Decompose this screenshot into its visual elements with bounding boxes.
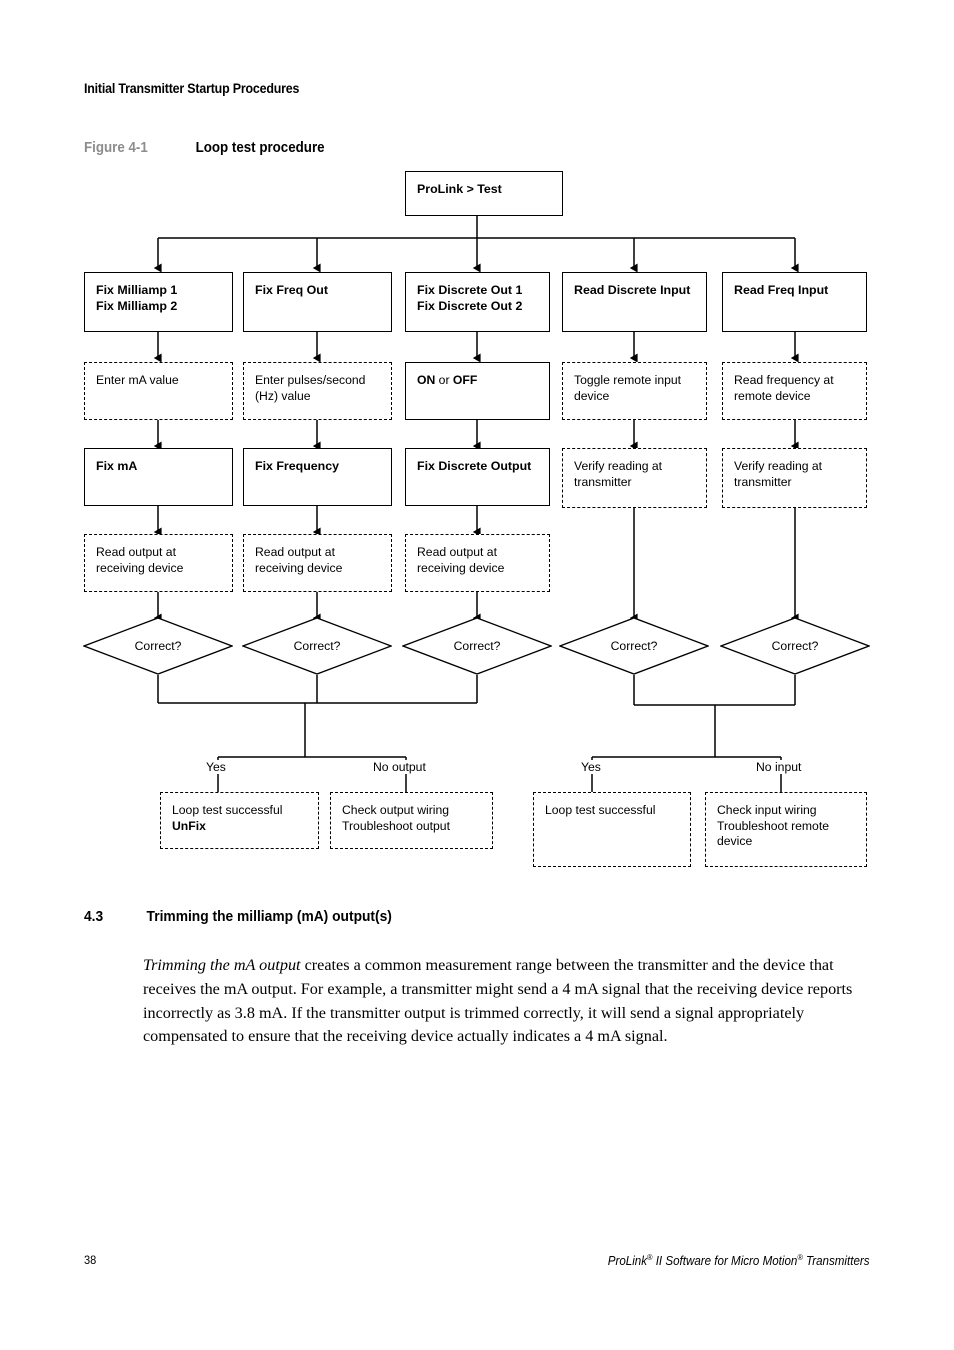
flow-node-fix-milliamp-label: Fix Milliamp 1 Fix Milliamp 2 <box>96 283 178 313</box>
flow-decision-discrete-out-label: Correct? <box>453 639 501 653</box>
flow-node-verify-reading-transmitter-discrete-label: Verify reading at transmitter <box>574 459 663 489</box>
flow-node-enter-ma-value[interactable]: Enter mA value <box>84 362 233 420</box>
flow-node-enter-ma-value-label: Enter mA value <box>96 373 179 387</box>
flow-node-fix-frequency[interactable]: Fix Frequency <box>243 448 392 506</box>
figure-number: Figure 4-1 <box>84 140 148 156</box>
diamond-shape-icon <box>720 617 870 675</box>
flow-node-read-output-ma[interactable]: Read output at receiving device <box>84 534 233 592</box>
paragraph-italic-lead: Trimming the mA output <box>143 956 301 975</box>
edge-label-right-no-input: No input <box>752 760 806 774</box>
footer-document-title: ProLink® II Software for Micro Motion® T… <box>608 1253 870 1268</box>
flow-node-right-success-label: Loop test successful <box>545 803 656 817</box>
loop-test-flowchart: ProLink > Test Fix Milliamp 1 Fix Millia… <box>83 171 870 867</box>
flowchart-connectors <box>153 216 799 794</box>
flow-node-fix-discrete-output[interactable]: Fix Discrete Output <box>405 448 550 506</box>
footer-page-number: 38 <box>84 1253 97 1267</box>
flow-decision-freq-label: Correct? <box>293 639 341 653</box>
flow-decision-freq-input[interactable]: Correct? <box>720 617 870 675</box>
flow-node-root[interactable]: ProLink > Test <box>405 171 563 216</box>
off-state-text: OFF <box>452 373 478 387</box>
flow-node-right-success[interactable]: Loop test successful <box>533 792 691 867</box>
registered-mark-icon: ® <box>647 1253 653 1262</box>
diamond-shape-icon <box>242 617 392 675</box>
figure-caption: Figure 4-1 Loop test procedure <box>84 140 325 156</box>
flow-node-verify-reading-transmitter-freq-label: Verify reading at transmitter <box>734 459 823 489</box>
flow-node-on-or-off-label: ON or OFF <box>417 373 538 389</box>
flow-node-read-discrete-input[interactable]: Read Discrete Input <box>562 272 707 332</box>
flow-node-read-frequency-remote-device-label: Read frequency at remote device <box>734 373 834 403</box>
edge-label-left-no-output: No output <box>369 760 430 774</box>
diamond-shape-icon <box>559 617 709 675</box>
flow-decision-ma[interactable]: Correct? <box>83 617 233 675</box>
flow-node-enter-pulses-value-label: Enter pulses/second (Hz) value <box>255 373 366 403</box>
figure-title: Loop test procedure <box>195 140 325 156</box>
flow-decision-freq-input-label: Correct? <box>771 639 819 653</box>
edge-label-right-yes: Yes <box>577 760 605 774</box>
flow-node-read-output-freq-label: Read output at receiving device <box>255 545 343 575</box>
footer-title-prolink: ProLink <box>608 1254 648 1269</box>
flow-node-read-output-discrete[interactable]: Read output at receiving device <box>405 534 550 592</box>
flow-node-read-frequency-remote-device[interactable]: Read frequency at remote device <box>722 362 867 420</box>
flow-decision-discrete-out[interactable]: Correct? <box>402 617 552 675</box>
flow-node-toggle-remote-input-device-label: Toggle remote input device <box>574 373 682 403</box>
flow-node-left-failure[interactable]: Check output wiring Troubleshoot output <box>330 792 493 849</box>
flow-node-toggle-remote-input-device[interactable]: Toggle remote input device <box>562 362 707 420</box>
flow-node-fix-discrete-out[interactable]: Fix Discrete Out 1 Fix Discrete Out 2 <box>405 272 550 332</box>
flow-node-fix-discrete-out-label: Fix Discrete Out 1 Fix Discrete Out 2 <box>417 283 523 313</box>
section-paragraph: Trimming the mA output creates a common … <box>143 954 881 1049</box>
flow-node-fix-ma[interactable]: Fix mA <box>84 448 233 506</box>
section-title: Trimming the milliamp (mA) output(s) <box>146 908 392 925</box>
flow-node-enter-pulses-value[interactable]: Enter pulses/second (Hz) value <box>243 362 392 420</box>
flow-node-root-label: ProLink > Test <box>417 182 502 196</box>
flow-node-fix-ma-label: Fix mA <box>96 459 138 473</box>
flow-node-verify-reading-transmitter-freq[interactable]: Verify reading at transmitter <box>722 448 867 508</box>
edge-label-left-yes: Yes <box>202 760 230 774</box>
flow-node-fix-milliamp[interactable]: Fix Milliamp 1 Fix Milliamp 2 <box>84 272 233 332</box>
flow-node-read-freq-input[interactable]: Read Freq Input <box>722 272 867 332</box>
flow-node-right-failure[interactable]: Check input wiring Troubleshoot remote d… <box>705 792 867 867</box>
flow-node-read-output-freq[interactable]: Read output at receiving device <box>243 534 392 592</box>
flow-node-left-success-line1: Loop test successful <box>172 803 283 817</box>
flow-node-read-freq-input-label: Read Freq Input <box>734 283 829 297</box>
flow-node-left-failure-label: Check output wiring Troubleshoot output <box>342 803 450 833</box>
on-state-text: ON <box>417 373 436 387</box>
flow-decision-discrete-input[interactable]: Correct? <box>559 617 709 675</box>
section-heading: 4.3 Trimming the milliamp (mA) output(s) <box>84 908 392 925</box>
flow-node-fix-freq-out-label: Fix Freq Out <box>255 283 328 297</box>
or-conjunction-text: or <box>435 373 453 387</box>
flow-decision-discrete-input-label: Correct? <box>610 639 658 653</box>
diamond-shape-icon <box>83 617 233 675</box>
section-number: 4.3 <box>84 908 104 925</box>
flow-decision-ma-label: Correct? <box>134 639 182 653</box>
flow-node-fix-freq-out[interactable]: Fix Freq Out <box>243 272 392 332</box>
footer-title-middle: II Software for Micro Motion <box>652 1254 798 1269</box>
flow-node-read-output-ma-label: Read output at receiving device <box>96 545 184 575</box>
flow-node-read-output-discrete-label: Read output at receiving device <box>417 545 505 575</box>
flow-node-right-failure-label: Check input wiring Troubleshoot remote d… <box>717 803 830 849</box>
paragraph-body: creates a common measurement range betwe… <box>143 956 853 1046</box>
flow-node-on-or-off[interactable]: ON or OFF <box>405 362 550 420</box>
flow-node-left-success-unfix: UnFix <box>172 818 206 833</box>
running-header: Initial Transmitter Startup Procedures <box>84 81 300 96</box>
diamond-shape-icon <box>402 617 552 675</box>
flow-node-fix-discrete-output-label: Fix Discrete Output <box>417 459 532 473</box>
flow-node-verify-reading-transmitter-discrete[interactable]: Verify reading at transmitter <box>562 448 707 508</box>
registered-mark-icon: ® <box>797 1253 804 1262</box>
footer-title-end: Transmitters <box>803 1254 870 1269</box>
flow-node-left-success[interactable]: Loop test successful UnFix <box>160 792 319 849</box>
flow-node-fix-frequency-label: Fix Frequency <box>255 459 340 473</box>
flow-decision-freq[interactable]: Correct? <box>242 617 392 675</box>
flow-node-read-discrete-input-label: Read Discrete Input <box>574 283 691 297</box>
